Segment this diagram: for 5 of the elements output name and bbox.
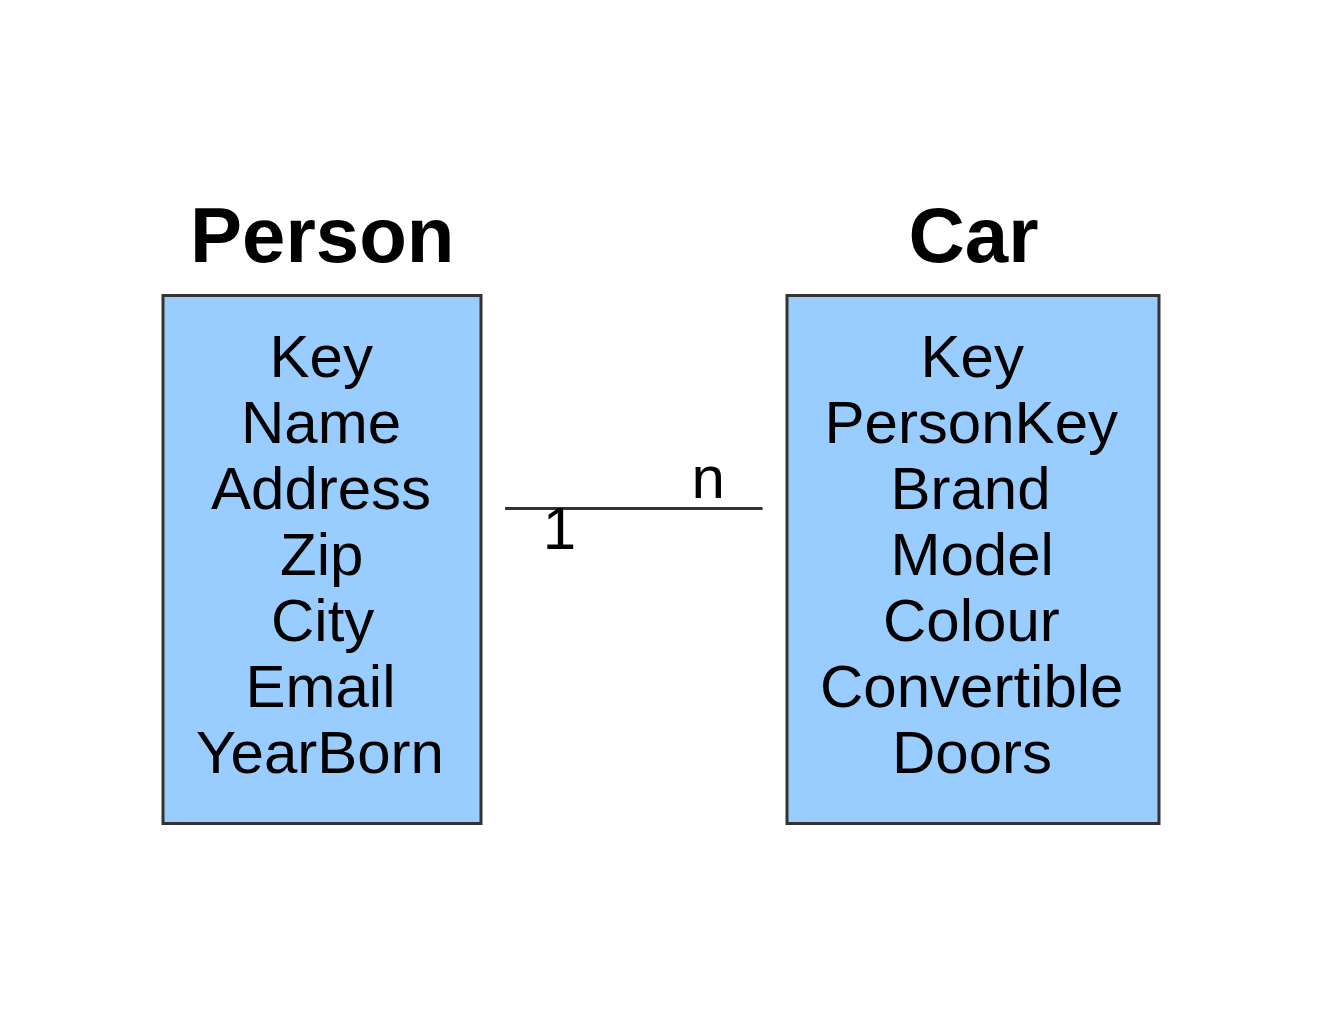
label: n [691, 443, 725, 511]
node-label: Car [908, 190, 1039, 279]
node-label: Person [190, 190, 455, 279]
connector [505, 506, 763, 510]
label: 1 [542, 494, 577, 562]
